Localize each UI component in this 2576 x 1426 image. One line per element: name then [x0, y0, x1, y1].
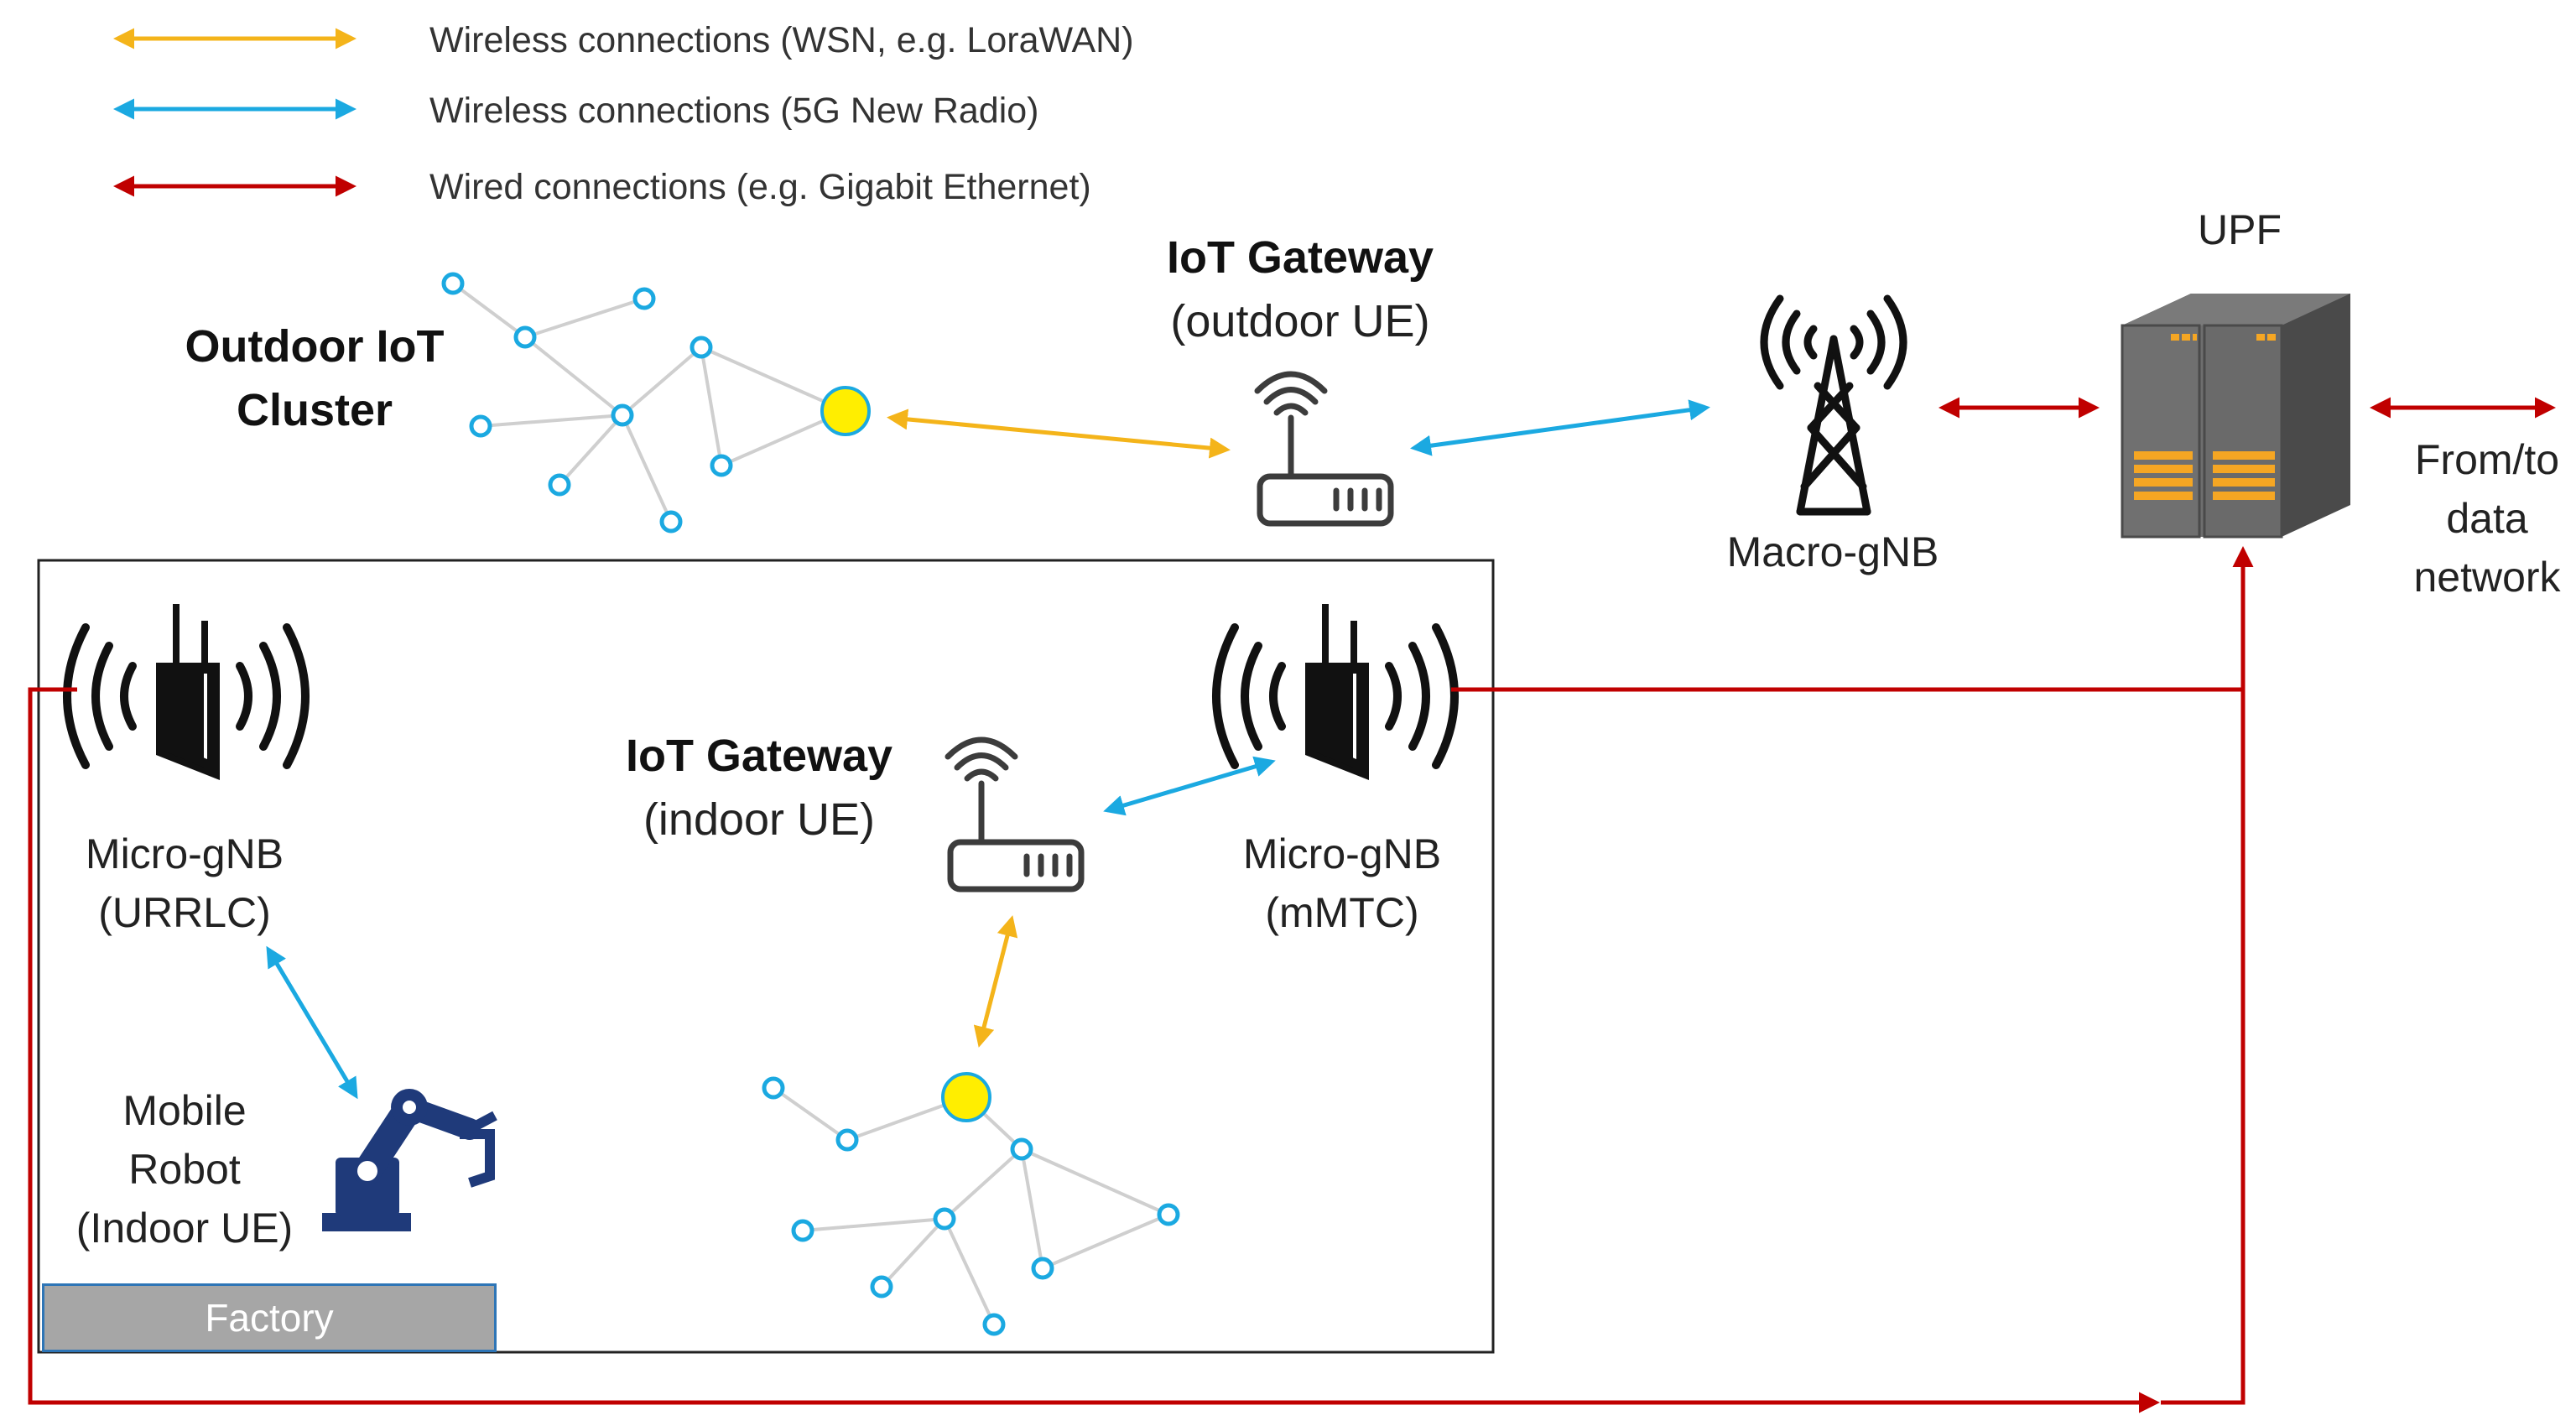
- factory-frame: [37, 559, 1495, 1354]
- outdoor-cluster-label-line1: Outdoor IoT: [185, 321, 445, 372]
- outdoor-cluster-label-line2: Cluster: [236, 385, 393, 435]
- nr-link-indoor: [1103, 756, 1276, 816]
- indoor-iot-cluster: [772, 1086, 1169, 1325]
- legend-label-wired: Wired connections (e.g. Gigabit Ethernet…: [429, 167, 1091, 207]
- outdoor-iot-cluster: [451, 282, 846, 523]
- iot-gateway-indoor-title: IoT Gateway: [625, 731, 893, 781]
- outdoor-sink-node: [820, 386, 871, 436]
- iot-gateway-outdoor-subtitle: (outdoor UE): [1170, 296, 1430, 346]
- outdoor-sensor-nodes: [441, 272, 733, 533]
- data-network-label-line2: data: [2446, 495, 2528, 542]
- iot-gateway-indoor-subtitle: (indoor UE): [643, 794, 876, 845]
- micro-gnb-mmtc-label-line1: Micro-gNB: [1242, 830, 1442, 877]
- wsn-link-outdoor: [887, 409, 1231, 459]
- mobile-robot-label-line3: (Indoor UE): [75, 1205, 294, 1252]
- wired-link-urrlc-loop: [28, 687, 2160, 1413]
- nr-link-outdoor: [1410, 399, 1710, 456]
- upf-label: UPF: [2198, 206, 2282, 253]
- factory-label: Factory: [42, 1283, 497, 1352]
- antenna-icon-micro-gnb-mmtc: [1212, 604, 1459, 780]
- robot-arm-icon: [322, 1089, 497, 1231]
- wsn-link-indoor: [973, 915, 1018, 1048]
- data-network-label-line3: network: [2413, 554, 2561, 601]
- router-icon-outdoor: [1254, 371, 1394, 527]
- micro-gnb-urrlc-label-line2: (URRLC): [98, 889, 271, 936]
- tower-icon-macro-gnb: [1760, 294, 1907, 516]
- antenna-icon-micro-gnb-urrlc: [63, 604, 310, 780]
- iot-gateway-outdoor-title: IoT Gateway: [1166, 232, 1434, 283]
- legend-label-wsn: Wireless connections (WSN, e.g. LoraWAN): [429, 20, 1134, 60]
- macro-gnb-label: Macro-gNB: [1726, 528, 1939, 575]
- micro-gnb-urrlc-label-line1: Micro-gNB: [85, 830, 284, 877]
- wired-link-to-upf: [2161, 546, 2254, 1405]
- data-network-label-line1: From/to: [2414, 436, 2560, 483]
- mobile-robot-label-line2: Robot: [128, 1146, 241, 1193]
- micro-gnb-mmtc-label-line2: (mMTC): [1265, 889, 1419, 936]
- nr-link-robot: [266, 945, 358, 1100]
- indoor-sensor-nodes: [762, 1076, 1180, 1336]
- router-icon-indoor: [945, 736, 1085, 893]
- legend-label-nr: Wireless connections (5G New Radio): [429, 91, 1039, 131]
- server-icon-upf: [2121, 294, 2350, 539]
- mobile-robot-label-line1: Mobile: [122, 1087, 247, 1134]
- indoor-sink-node: [941, 1072, 991, 1122]
